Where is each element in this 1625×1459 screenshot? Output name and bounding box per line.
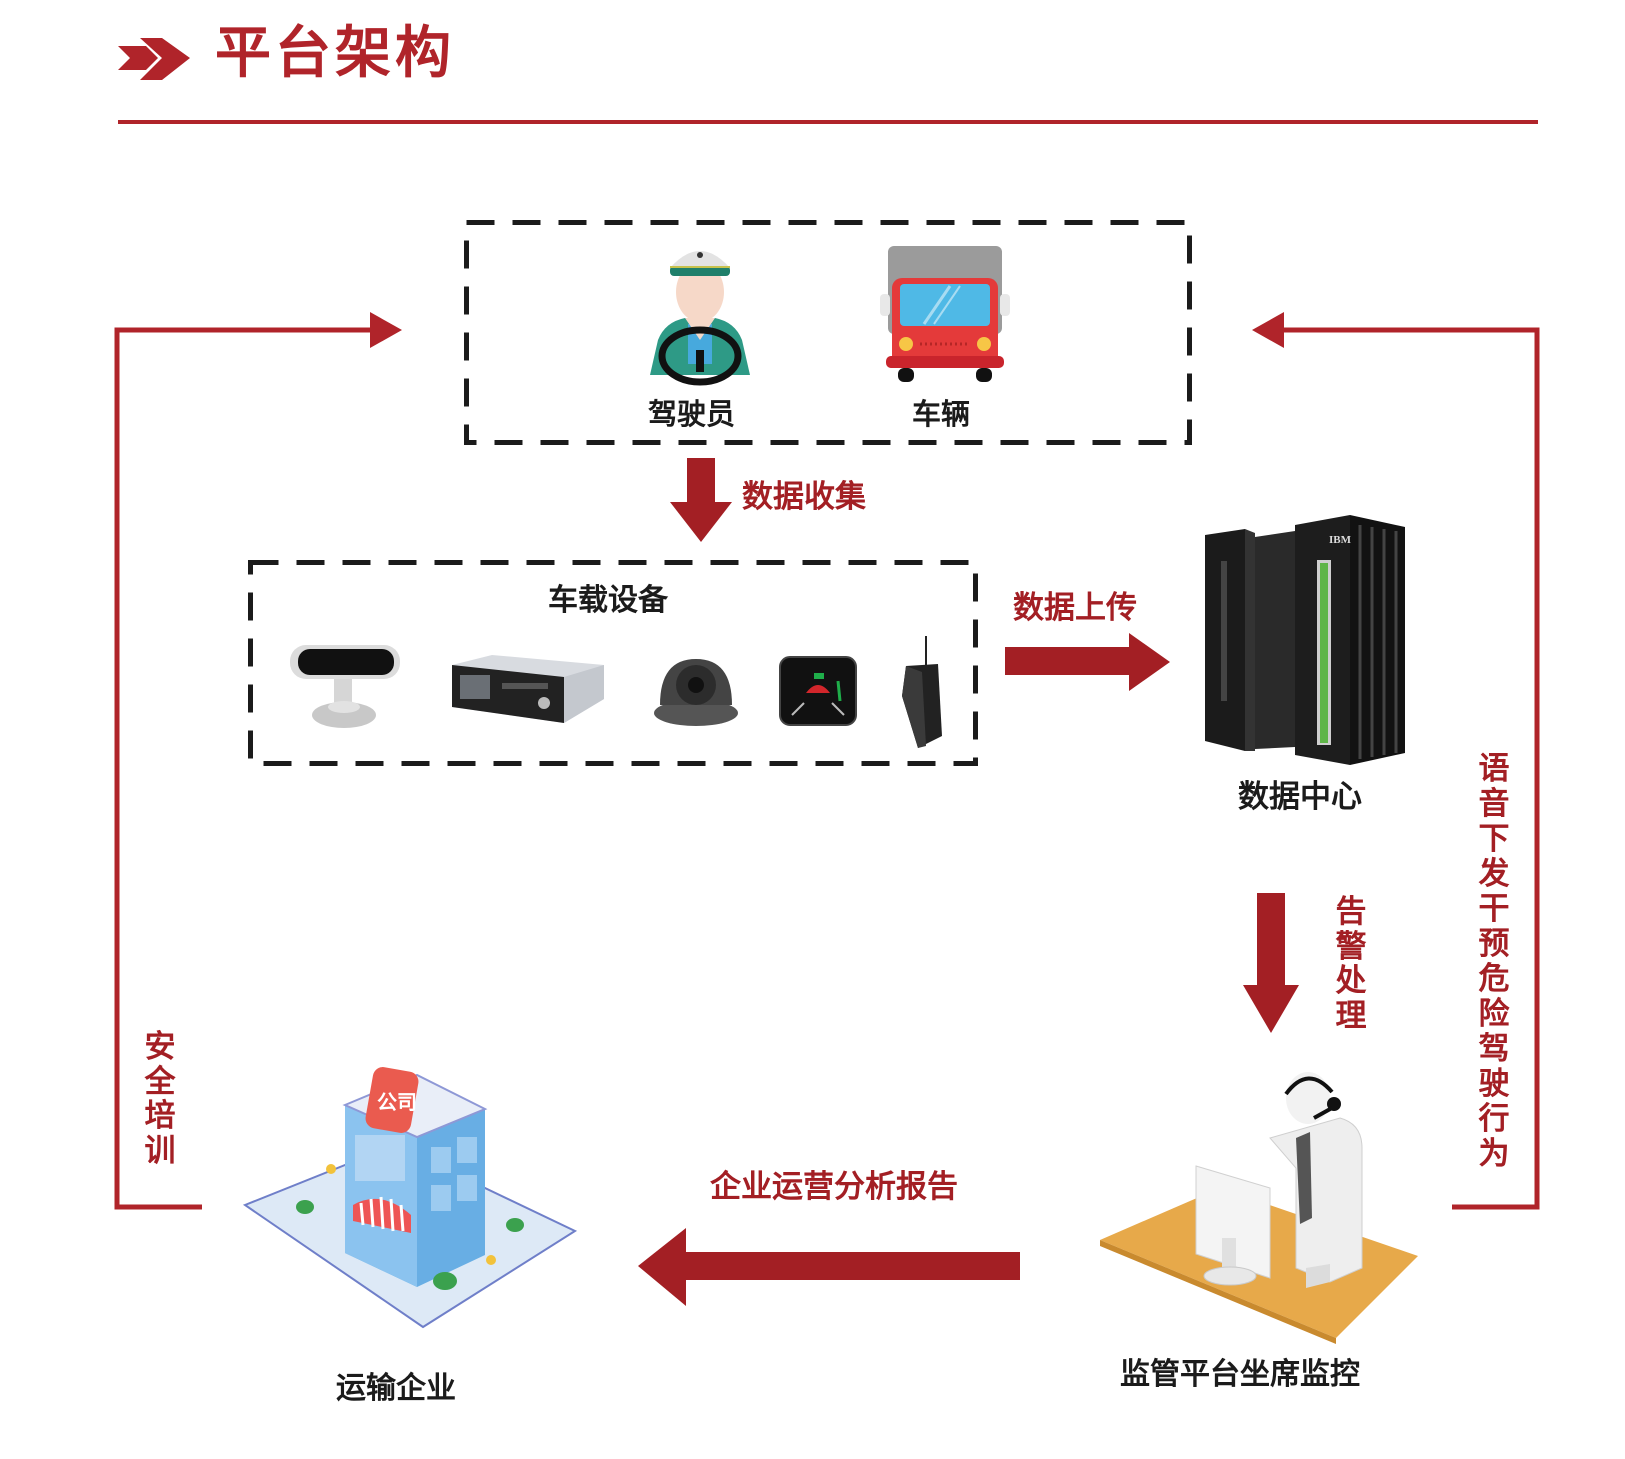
driver-vehicle-group [464, 220, 1192, 445]
monitoring-operator-icon [1100, 1072, 1418, 1344]
vehicle-label: 车辆 [912, 397, 971, 431]
monitoring-seat-label: 监管平台坐席监控 [1120, 1357, 1360, 1392]
alarm-handling-label: 告警处理 [1335, 894, 1367, 1035]
data-upload-label: 数据上传 [1013, 590, 1137, 626]
data-collect-arrow [670, 458, 732, 542]
operation-report-arrow [638, 1228, 1020, 1306]
report-label: 企业运营分析报告 [710, 1169, 958, 1205]
driver-label: 驾驶员 [648, 397, 736, 431]
adas-display-icon [779, 656, 857, 726]
vehicle-device-group [248, 560, 978, 766]
connector-arrowhead-right [1252, 312, 1284, 348]
voice-intervention-label: 语音下发干预危险驾驶行为 [1478, 751, 1510, 1173]
gps-terminal-icon [902, 636, 942, 748]
data-center-label: 数据中心 [1238, 779, 1362, 815]
enterprise-label: 运输企业 [336, 1371, 456, 1406]
server-icon: IBM [1205, 515, 1405, 765]
safety-training-label: 安全培训 [144, 1029, 176, 1170]
data-upload-arrow [1005, 633, 1170, 691]
enterprise-building-icon: 公司 [242, 1067, 578, 1329]
truck-icon [880, 246, 1010, 382]
arrow-right-icon [118, 38, 190, 80]
data-collect-label: 数据收集 [742, 479, 866, 515]
driver-icon [650, 251, 750, 386]
page-title: 平台架构 [215, 21, 455, 86]
dome-camera-icon [654, 659, 738, 726]
connector-arrowhead-left [370, 312, 402, 348]
title-divider [118, 120, 1538, 124]
driver-monitor-camera-icon [290, 645, 400, 728]
device-group-title: 车载设备 [548, 583, 668, 618]
mobile-dvr-icon [452, 655, 604, 723]
server-brand: IBM [1329, 534, 1352, 546]
building-sign: 公司 [377, 1090, 417, 1114]
alarm-handling-arrow [1243, 893, 1299, 1033]
